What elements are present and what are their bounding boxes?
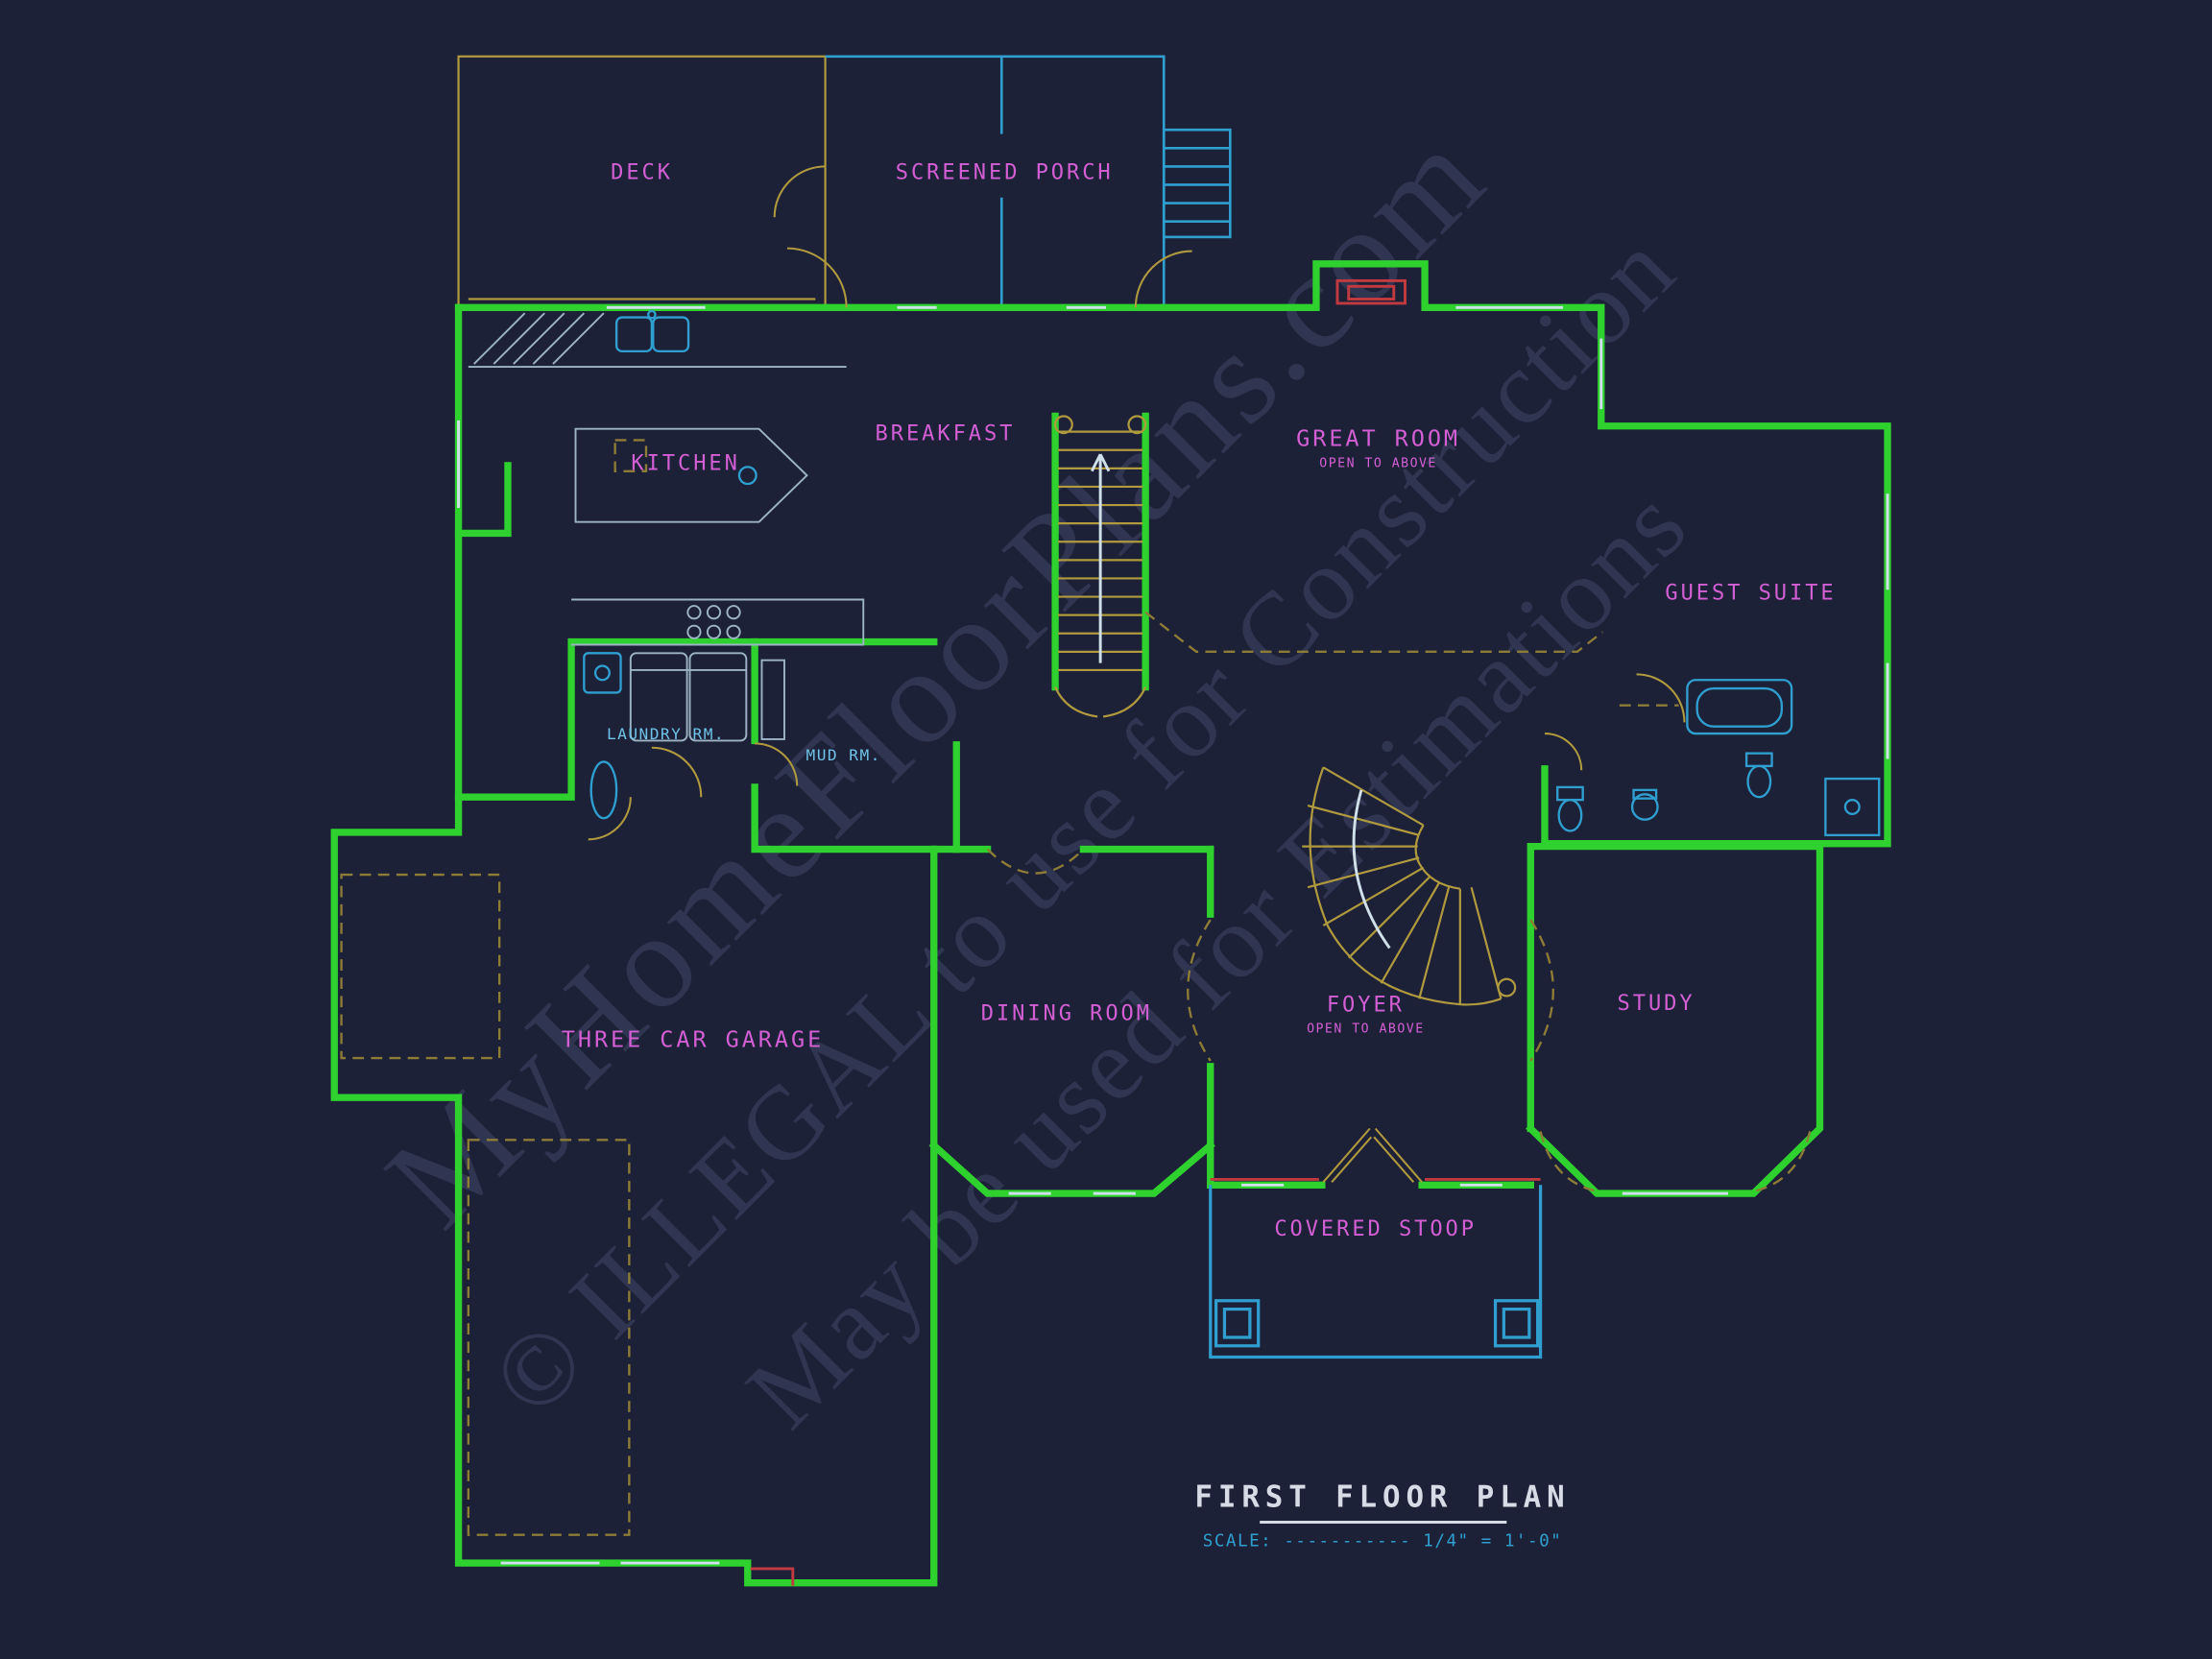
deck-outline [457,55,827,308]
stair-straight [1054,415,1147,718]
red-details [750,278,1541,1586]
porch-stairs [1162,128,1232,239]
room-label-covered-stoop: COVERED STOOP [1274,1217,1477,1241]
dashed-details [340,439,1812,1536]
room-label-deck: DECK [611,161,673,185]
toilet-icon [1556,785,1584,802]
room-labels: DECK SCREENED PORCH KITCHEN BREAKFAST GR… [562,161,1836,1242]
room-sublabel-great-room: OPEN TO ABOVE [1319,456,1437,470]
laundry-sink-icon [583,652,622,694]
shower-icon [1824,777,1881,837]
washer [629,652,688,742]
room-label-garage: THREE CAR GARAGE [562,1025,824,1052]
kitchen-sink-icon [614,316,654,353]
garage-door-dashed [467,1139,631,1536]
laundry-tub-icon [589,760,618,820]
room-label-guest-suite: GUEST SUITE [1665,581,1836,605]
watermark: MyHomeFloorPlans.com © ILLEGAL to use fo… [357,98,1709,1450]
kitchen-skylight-dashed [613,439,648,472]
plan-scale: SCALE: ----------- 1/4" = 1'-0" [1203,1531,1563,1551]
fireplace-chimney [1335,278,1407,305]
room-sublabel-foyer: OPEN TO ABOVE [1307,1022,1425,1037]
entry-door-chevrons [1322,1127,1423,1184]
room-label-foyer: FOYER [1327,994,1405,1018]
screened-porch-outline [825,55,1232,308]
mud-bench [760,659,785,740]
study-bay-dashed [1539,1131,1812,1192]
door-arcs [588,165,1686,1184]
room-label-kitchen: KITCHEN [631,451,739,475]
stoop-post [1493,1299,1540,1348]
garage-step [750,1567,795,1586]
island-sink-icon [737,466,757,486]
kitchen-casework [468,312,865,742]
room-label-screened-porch: SCREENED PORCH [896,161,1114,185]
room-label-mud-room: MUD RM. [806,746,881,764]
plumbing-fixtures [583,309,1881,837]
stoop-post [1214,1299,1261,1348]
windows [457,305,1889,1565]
kitchen-island [574,427,808,523]
great-room-ceiling-line [1144,611,1603,654]
foyer-arch-dashed [1187,919,1554,1062]
room-label-laundry: LAUNDRY RM. [607,725,725,743]
room-label-breakfast: BREAKFAST [876,421,1016,445]
room-label-dining: DINING ROOM [981,1001,1152,1025]
dryer [688,652,748,742]
room-label-great-room: GREAT ROOM [1296,424,1460,451]
dining-opening-dashed [986,848,1085,875]
walls [330,260,1891,1587]
pedestal-sink-icon [1630,793,1659,821]
room-label-study: STUDY [1618,992,1695,1016]
title-block: FIRST FLOOR PLAN SCALE: ----------- 1/4"… [1194,1479,1570,1551]
watermark-line-2: © ILLEGAL to use for Construction [469,209,1697,1437]
stair-curved [1302,766,1517,1006]
garage-slab-dashed [340,873,501,1060]
toilet-icon [1744,752,1773,768]
plan-title: FIRST FLOOR PLAN [1194,1479,1570,1514]
bathtub-icon [1686,679,1793,735]
covered-stoop-outline [1209,1185,1543,1359]
stair-direction-arrow [1090,453,1111,663]
